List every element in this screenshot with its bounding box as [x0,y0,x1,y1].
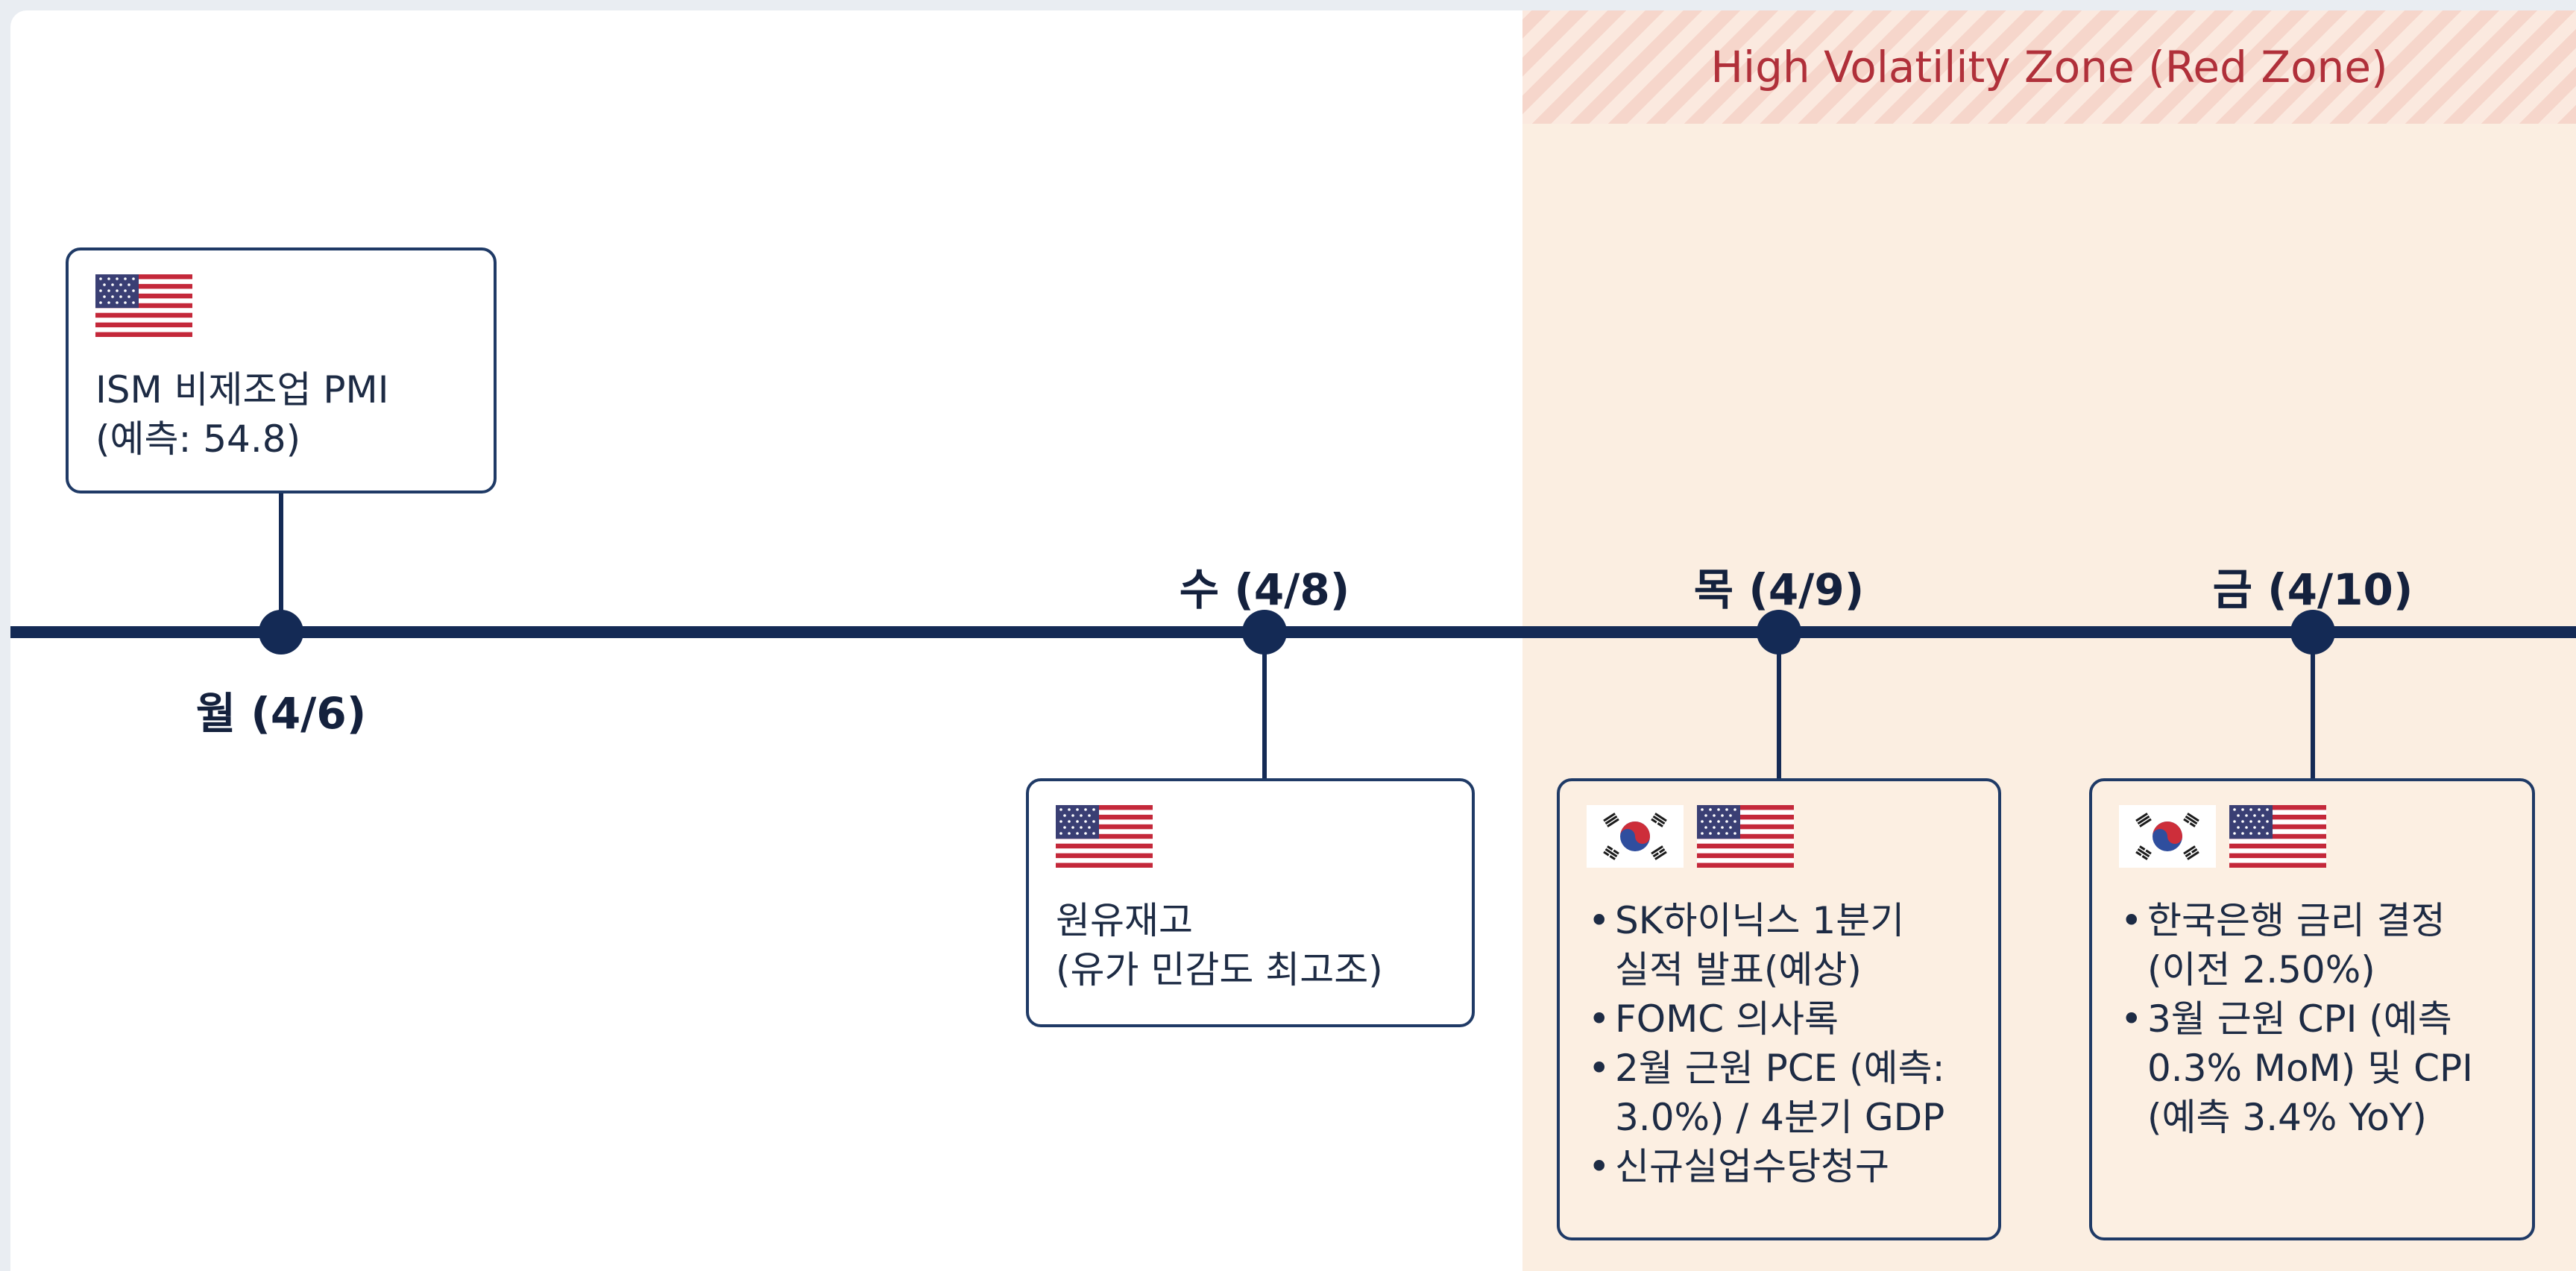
timeline-canvas: High Volatility Zone (Red Zone) 월 (4/6) … [10,10,2576,1271]
event-card-mon: ISM 비제조업 PMI (예측: 54.8) [66,247,497,493]
day-label-wed: 수 (4/8) [1179,564,1350,615]
event-forecast: (예측: 54.8) [95,417,301,461]
flag-row [1056,805,1445,868]
event-item-fomc: FOMC 의사록 [1587,994,1971,1044]
event-list: SK하이닉스 1분기 실적 발표(예상) FOMC 의사록 2월 근원 PCE … [1587,896,1971,1191]
event-line: 3월 근원 CPI (예측 [2147,997,2452,1041]
stem-wed [1262,634,1267,780]
flag-row [1587,805,1971,868]
day-label-thu: 목 (4/9) [1693,564,1865,615]
event-item-cpi: 3월 근원 CPI (예측 0.3% MoM) 및 CPI (예측 3.4% Y… [2119,994,2505,1142]
event-line: 한국은행 금리 결정 [2147,899,2446,942]
event-card-fri: 한국은행 금리 결정 (이전 2.50%) 3월 근원 CPI (예측 0.3%… [2089,778,2535,1240]
flag-row [2119,805,2505,868]
zone-hatch-band [1522,10,2576,124]
event-note: (유가 민감도 최고조) [1056,948,1383,991]
event-line: (이전 2.50%) [2147,948,2375,991]
kr-flag-icon [2119,805,2216,868]
event-line: SK하이닉스 1분기 [1615,899,1905,942]
us-flag-icon [1056,805,1153,868]
event-line: (예측 3.4% YoY) [2147,1096,2427,1139]
day-label-fri: 금 (4/10) [2212,564,2413,615]
node-wed [1242,610,1287,655]
event-line: 실적 발표(예상) [1615,948,1862,991]
event-list: 한국은행 금리 결정 (이전 2.50%) 3월 근원 CPI (예측 0.3%… [2119,896,2505,1142]
event-item-bok-rate: 한국은행 금리 결정 (이전 2.50%) [2119,896,2505,994]
us-flag-icon [2229,805,2326,868]
flag-row [95,274,467,337]
event-item-jobless-claims: 신규실업수당청구 [1587,1142,1971,1191]
node-mon [259,610,303,655]
zone-title: High Volatility Zone (Red Zone) [1710,42,2388,92]
event-line: 3.0%) / 4분기 GDP [1615,1096,1945,1139]
us-flag-icon [95,274,192,337]
event-card-wed: 원유재고 (유가 민감도 최고조) [1026,778,1475,1027]
day-label-mon: 월 (4/6) [195,688,367,739]
us-flag-icon [1697,805,1794,868]
node-thu [1757,610,1801,655]
node-fri [2290,610,2335,655]
kr-flag-icon [1587,805,1684,868]
event-title: 원유재고 [1056,899,1193,942]
event-line: 신규실업수당청구 [1615,1145,1889,1188]
event-line: 0.3% MoM) 및 CPI [2147,1047,2473,1090]
event-item-pce-gdp: 2월 근원 PCE (예측: 3.0%) / 4분기 GDP [1587,1044,1971,1142]
stem-fri [2311,634,2315,780]
event-line: 2월 근원 PCE (예측: [1615,1047,1945,1090]
stem-thu [1777,634,1781,780]
timeline-axis [10,626,2576,638]
stem-mon [279,492,283,634]
event-line: FOMC 의사록 [1615,997,1839,1041]
event-title: ISM 비제조업 PMI [95,368,389,411]
event-item-sk-hynix: SK하이닉스 1분기 실적 발표(예상) [1587,896,1971,994]
event-card-thu: SK하이닉스 1분기 실적 발표(예상) FOMC 의사록 2월 근원 PCE … [1557,778,2001,1240]
